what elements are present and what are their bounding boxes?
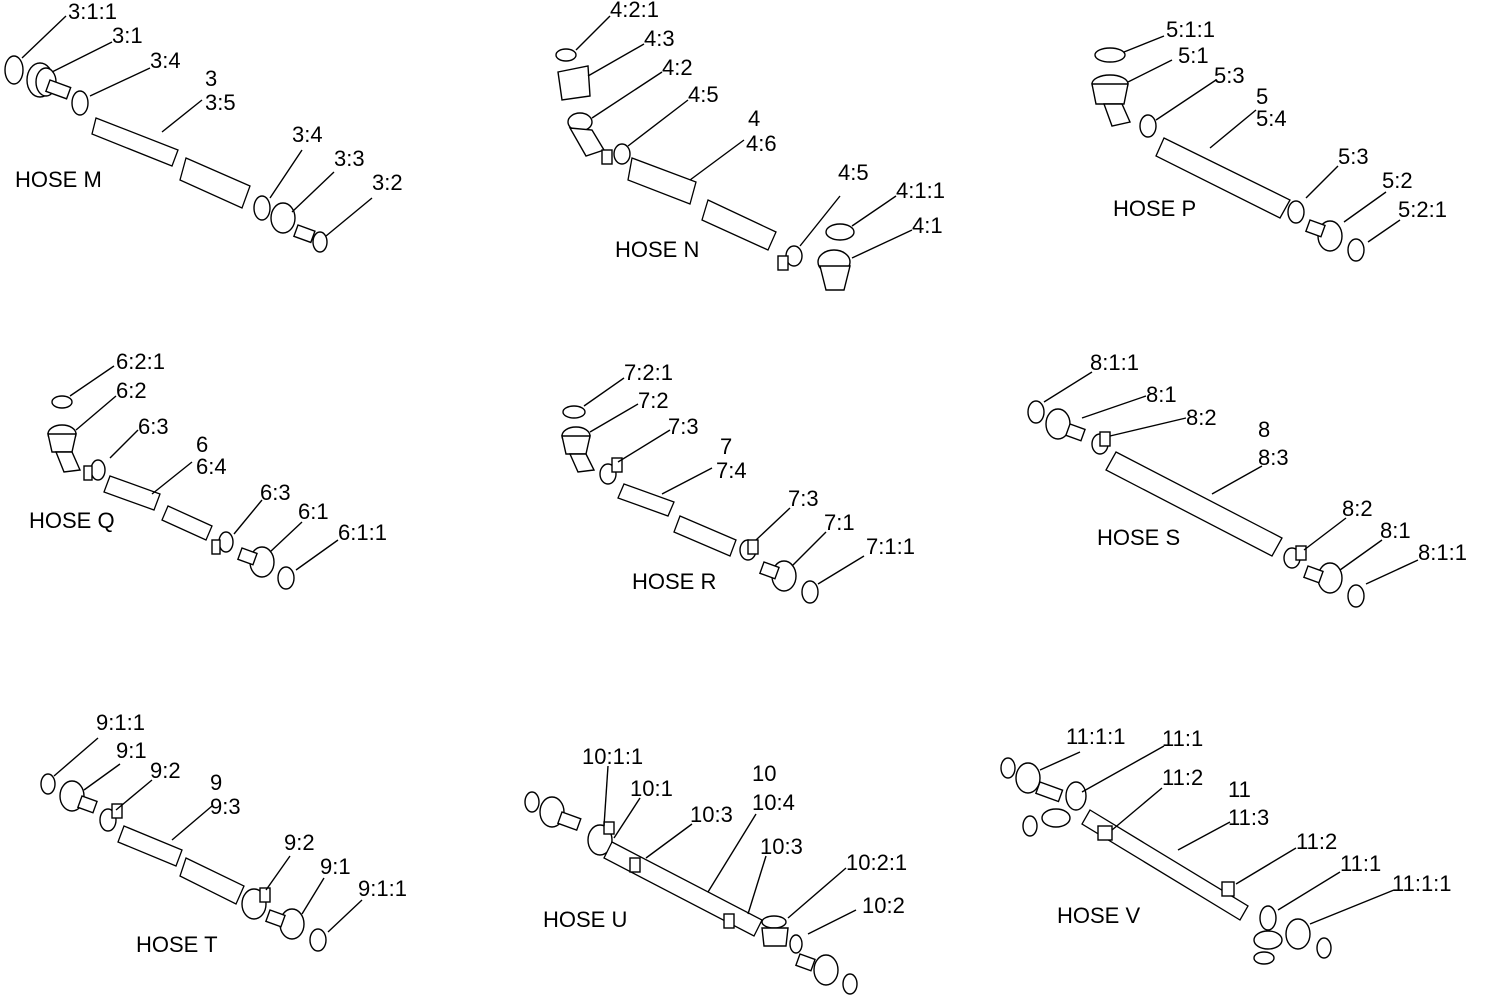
hose-p-label: HOSE P [1113,196,1196,221]
hose-s-label: HOSE S [1097,525,1180,550]
callout-11-3: 11:3 [1228,805,1269,830]
callout-11-1: 11:1 [1162,726,1203,751]
callout-4-3: 4:3 [644,26,675,51]
callout-8-1-1: 8:1:1 [1090,350,1139,375]
callout-10-2: 10:2 [862,893,905,918]
callout-10-3-b: 10:3 [760,834,803,859]
callout-9-2: 9:2 [150,758,181,783]
callout-10-4: 10:4 [752,790,795,815]
hose-v-label: HOSE V [1057,903,1140,928]
hose-r-label: HOSE R [632,569,716,594]
callout-4-5-b: 4:5 [838,160,869,185]
callout-9-1-1-b: 9:1:1 [358,876,407,901]
callout-6-3-b: 6:3 [260,480,291,505]
callout-5-2: 5:2 [1382,168,1413,193]
hose-t-assembly: 9:1:1 9:1 9:2 9 9:3 9:2 9:1 9:1:1 HOSE T [40,710,407,957]
callout-11-2: 11:2 [1162,765,1203,790]
callout-11-1-1-b: 11:1:1 [1392,871,1452,896]
callout-11: 11 [1228,777,1251,802]
callout-4-6: 4:6 [746,131,777,156]
callout-5-1: 5:1 [1178,43,1209,68]
callout-5-1-1: 5:1:1 [1166,17,1215,42]
callout-7-2-1: 7:2:1 [624,360,673,385]
callout-10-1-1: 10:1:1 [582,744,643,769]
callout-3-2: 3:2 [372,170,403,195]
callout-6-1: 6:1 [298,499,329,524]
hose-n-assembly: 4:2:1 4:3 4:2 4:5 4 4:6 4:5 4:1:1 4:1 HO… [555,0,945,291]
callout-6-4: 6:4 [196,454,227,479]
hose-m-assembly: 3:1:1 3:1 3:4 3 3:5 3:4 3:3 3:2 HOSE M [4,0,403,253]
callout-5-3: 5:3 [1214,63,1245,88]
callout-6-3: 6:3 [138,414,169,439]
callout-11-1-1: 11:1:1 [1066,724,1126,749]
callout-5: 5 [1256,84,1268,109]
callout-3-3: 3:3 [334,146,365,171]
callout-8-2-b: 8:2 [1342,496,1373,521]
hose-q-assembly: 6:2:1 6:2 6:3 6 6:4 6:3 6:1 6:1:1 HOSE Q [29,349,387,590]
callout-7-2: 7:2 [638,388,669,413]
callout-4: 4 [748,106,760,131]
callout-6-2-1: 6:2:1 [116,349,165,374]
callout-7-1: 7:1 [824,510,855,535]
callout-5-3-b: 5:3 [1338,144,1369,169]
callout-7-4: 7:4 [716,458,747,483]
callout-8-2: 8:2 [1186,405,1217,430]
callout-7: 7 [720,434,732,459]
callout-3-1-1: 3:1:1 [68,0,117,24]
callout-4-2-1: 4:2:1 [610,0,659,22]
hose-u-assembly: 10:1:1 10:1 10:3 10 10:4 10:3 10:2:1 10:… [524,744,907,995]
hose-m-label: HOSE M [15,167,102,192]
callout-9-1: 9:1 [116,738,147,763]
callout-3-4-b: 3:4 [292,122,323,147]
callout-9: 9 [210,770,222,795]
callout-9-2-b: 9:2 [284,830,315,855]
callout-10-3: 10:3 [690,802,733,827]
callout-10: 10 [752,761,776,786]
callout-10-2-1: 10:2:1 [846,850,907,875]
callout-8-1-1-b: 8:1:1 [1418,540,1467,565]
callout-5-4: 5:4 [1256,106,1287,131]
callout-11-1-b: 11:1 [1340,851,1381,876]
callout-4-2: 4:2 [662,55,693,80]
callout-10-1: 10:1 [630,776,673,801]
callout-3-4: 3:4 [150,48,181,73]
callout-4-1: 4:1 [912,213,943,238]
callout-4-5: 4:5 [688,82,719,107]
callout-6: 6 [196,432,208,457]
callout-3-1: 3:1 [112,23,143,48]
callout-11-2-b: 11:2 [1296,829,1337,854]
hose-p-assembly: 5:1:1 5:1 5:3 5 5:4 5:3 5:2 5:2:1 HOSE P [1091,17,1447,262]
callout-4-1-1: 4:1:1 [896,178,945,203]
callout-8-3: 8:3 [1258,445,1289,470]
callout-8-1: 8:1 [1146,382,1177,407]
hose-t-label: HOSE T [136,932,218,957]
hose-u-label: HOSE U [543,907,627,932]
callout-7-3: 7:3 [668,414,699,439]
hose-q-label: HOSE Q [29,508,115,533]
hose-s-assembly: 8:1:1 8:1 8:2 8 8:3 8:2 8:1 8:1:1 HOSE S [1027,350,1467,608]
callout-7-1-1: 7:1:1 [866,534,915,559]
hose-r-assembly: 7:2:1 7:2 7:3 7 7:4 7:3 7:1 7:1:1 HOSE R [561,360,915,604]
callout-3: 3 [205,66,217,91]
callout-5-2-1: 5:2:1 [1398,197,1447,222]
callout-9-1-b: 9:1 [320,854,351,879]
callout-8-1-b: 8:1 [1380,518,1411,543]
callout-6-2: 6:2 [116,378,147,403]
callout-7-3-b: 7:3 [788,486,819,511]
callout-8: 8 [1258,417,1270,442]
callout-9-3: 9:3 [210,794,241,819]
callout-9-1-1: 9:1:1 [96,710,145,735]
hose-v-assembly: 11:1:1 11:1 11:2 11 11:3 11:2 11:1 11:1:… [1000,724,1452,965]
hose-n-label: HOSE N [615,237,699,262]
callout-6-1-1: 6:1:1 [338,520,387,545]
callout-3-5: 3:5 [205,90,236,115]
